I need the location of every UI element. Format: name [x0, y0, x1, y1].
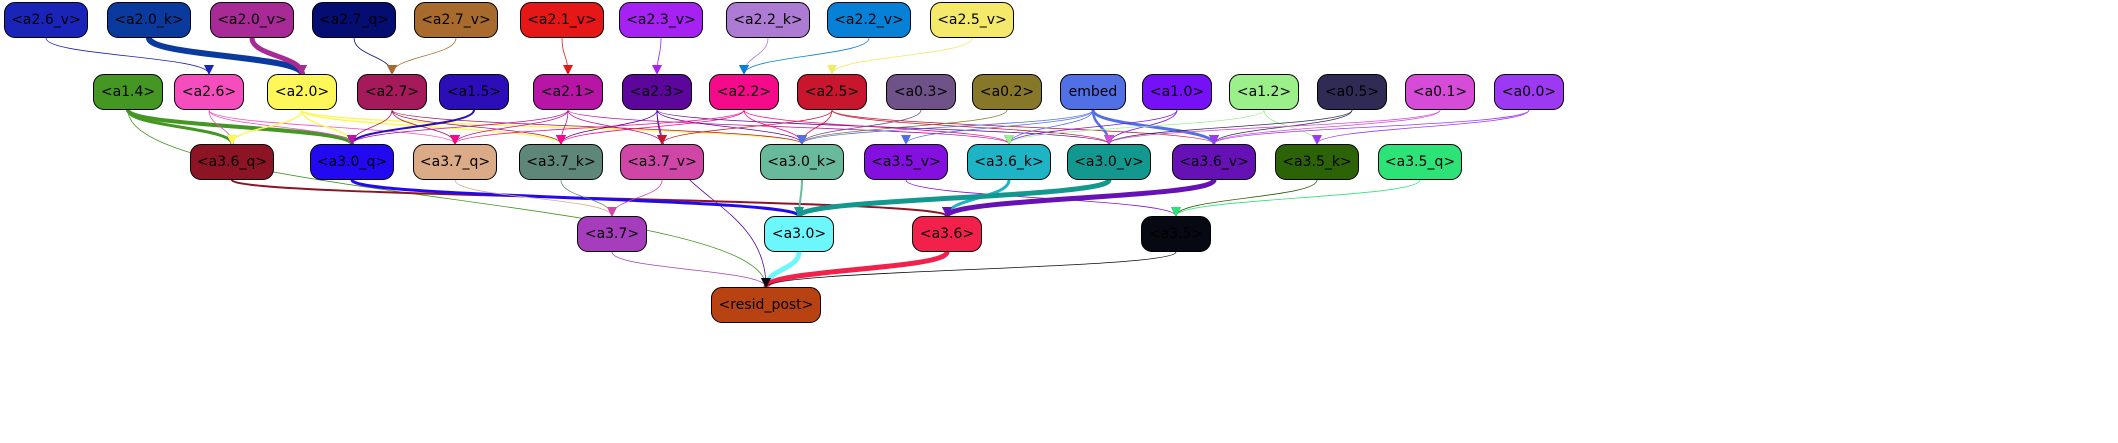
edge-a2_3-to-resid_post — [656, 109, 771, 288]
node-a3-7-v: <a3.7_v> — [620, 144, 704, 180]
edge-a2_7_v-to-a2_7 — [387, 37, 457, 75]
edge-a3_7-to-resid_post — [611, 251, 771, 288]
node-a1-5: <a1.5> — [439, 74, 509, 110]
edge-a0_5-to-a3_0_v — [1104, 109, 1353, 145]
node-a2-0-v: <a2.0_v> — [210, 2, 294, 38]
node-a0-2: <a0.2> — [972, 74, 1042, 110]
node-a2-1-v: <a2.1_v> — [520, 2, 604, 38]
edge-a2_5-to-a3_0_v — [831, 109, 1114, 145]
node-a0-1: <a0.1> — [1405, 74, 1475, 110]
edge-a3_6-to-resid_post — [761, 250, 950, 289]
edge-a1_4-to-resid_post — [127, 109, 771, 288]
node-a3-6-q: <a3.6_q> — [190, 144, 274, 180]
edge-a2_5-to-a3_6_v — [831, 109, 1219, 145]
node-a0-3: <a0.3> — [886, 74, 956, 110]
node-a3-5-q: <a3.5_q> — [1378, 144, 1462, 180]
edge-a2_6-to-a3_7_q — [208, 109, 460, 145]
edge-a2_2_k-to-a2_2 — [739, 37, 769, 75]
node-a2-5: <a2.5> — [797, 74, 867, 110]
node-a3-0: <a3.0> — [764, 216, 834, 252]
edge-a3_5-to-resid_post — [761, 251, 1177, 288]
edge-a2_6-to-a3_0_q — [208, 109, 357, 145]
node-a3-6-k: <a3.6_k> — [967, 144, 1051, 180]
edge-a3_5_k-to-a3_5 — [1171, 179, 1318, 217]
edge-a0_1-to-a3_6_v — [1209, 109, 1441, 145]
node-a2-7: <a2.7> — [357, 74, 427, 110]
edge-a2_2_v-to-a2_2 — [739, 37, 870, 75]
node-a3-6-v: <a3.6_v> — [1172, 144, 1256, 180]
edge-embed-to-a3_0_k — [797, 109, 1094, 145]
node-a3-5-v: <a3.5_v> — [864, 144, 948, 180]
edge-a3_0_q-to-a3_0 — [350, 178, 804, 218]
node-a2-0-k: <a2.0_k> — [107, 2, 191, 38]
edge-a0_0-to-a3_5_k — [1312, 109, 1530, 145]
node-a2-3-v: <a2.3_v> — [619, 2, 703, 38]
node-a2-0: <a2.0> — [267, 74, 337, 110]
edge-a2_0-to-a3_0_k — [301, 109, 807, 145]
edge-a2_1-to-a3_6_k — [567, 109, 1014, 145]
edge-a3_6_v-to-a3_6 — [942, 177, 1217, 219]
node-a3-6: <a3.6> — [912, 216, 982, 252]
edge-a2_7-to-a3_7_k — [391, 109, 566, 145]
edge-a2_2-to-a3_6_k — [743, 109, 1014, 145]
edge-a2_0_v-to-a2_0 — [249, 37, 307, 75]
edge-a2_0-to-a3_7_k — [301, 109, 566, 145]
node-embed: embed — [1060, 74, 1126, 110]
node-a3-0-v: <a3.0_v> — [1067, 144, 1151, 180]
node-a2-1: <a2.1> — [533, 74, 603, 110]
edge-a1_2-to-a3_6_k — [1004, 109, 1265, 145]
edge-a2_0-to-a3_6_q — [227, 109, 303, 145]
node-a1-4: <a1.4> — [93, 74, 163, 110]
edge-embed-to-a3_5_v — [901, 109, 1094, 145]
node-resid-post: <resid_post> — [711, 287, 821, 323]
node-a0-5: <a0.5> — [1317, 74, 1387, 110]
edge-a2_5_v-to-a2_5 — [827, 37, 973, 75]
edge-a0_0-to-a3_6_v — [1209, 109, 1530, 145]
edge-a1_0-to-a3_6_k — [1004, 109, 1178, 145]
node-a1-2: <a1.2> — [1229, 74, 1299, 110]
node-a2-5-v: <a2.5_v> — [930, 2, 1014, 38]
edge-a2_2-to-a3_7_k — [556, 109, 745, 145]
node-a3-7-q: <a3.7_q> — [413, 144, 497, 180]
edge-a2_5-to-a3_7_v — [657, 109, 833, 145]
node-a2-3: <a2.3> — [622, 74, 692, 110]
edge-a3_0_k-to-a3_0 — [794, 179, 805, 217]
edge-a2_1_v-to-a2_1 — [561, 37, 573, 75]
node-a3-7-k: <a3.7_k> — [519, 144, 603, 180]
edge-a2_3_v-to-a2_3 — [652, 37, 663, 75]
node-a2-2: <a2.2> — [709, 74, 779, 110]
edge-a2_0_k-to-a2_0 — [146, 36, 307, 76]
edge-a3_0_v-to-a3_0 — [794, 177, 1112, 219]
graph-canvas: <a2.6_v> <a2.0_k> <a2.0_v> <a2.7_q> <a2.7_v>… — [4, 2, 1564, 323]
edge-a0_2-to-a3_0_k — [797, 109, 1008, 145]
node-a1-0: <a1.0> — [1142, 74, 1212, 110]
node-a2-2-k: <a2.2_k> — [726, 2, 810, 38]
node-a2-6-v: <a2.6_v> — [4, 2, 88, 38]
node-a3-7: <a3.7> — [577, 216, 647, 252]
node-a2-7-v: <a2.7_v> — [414, 2, 498, 38]
edge-a3_7_q-to-a3_7 — [454, 179, 617, 217]
node-a2-7-q: <a2.7_q> — [312, 2, 396, 38]
node-a3-5: <a3.5> — [1141, 216, 1211, 252]
edge-a0_5-to-a3_6_v — [1209, 109, 1353, 145]
edge-a2_7_q-to-a2_7 — [353, 37, 397, 75]
edge-a2_6_v-to-a2_6 — [45, 37, 214, 75]
node-a2-2-v: <a2.2_v> — [827, 2, 911, 38]
edge-a2_2-to-a3_7_q — [450, 109, 745, 145]
node-a3-0-q: <a3.0_q> — [310, 144, 394, 180]
node-a3-0-k: <a3.0_k> — [760, 144, 844, 180]
edge-a3_5_q-to-a3_5 — [1171, 179, 1421, 217]
node-a3-5-k: <a3.5_k> — [1275, 144, 1359, 180]
edge-layer — [45, 36, 1530, 289]
edge-a2_3-to-a3_7_k — [556, 109, 658, 145]
node-a2-6: <a2.6> — [174, 74, 244, 110]
edge-a3_7_v-to-a3_7 — [607, 179, 663, 217]
edge-a3_5_v-to-a3_5 — [905, 179, 1181, 217]
edge-a1_4-to-a3_0_q — [126, 108, 357, 146]
edge-a2_1-to-a3_0_q — [347, 109, 569, 145]
edge-a2_3-to-a3_0_k — [656, 109, 807, 145]
edge-a0_1-to-a3_0_v — [1104, 109, 1441, 145]
edge-a2_3-to-a3_0_v — [656, 109, 1114, 145]
node-a0-0: <a0.0> — [1494, 74, 1564, 110]
